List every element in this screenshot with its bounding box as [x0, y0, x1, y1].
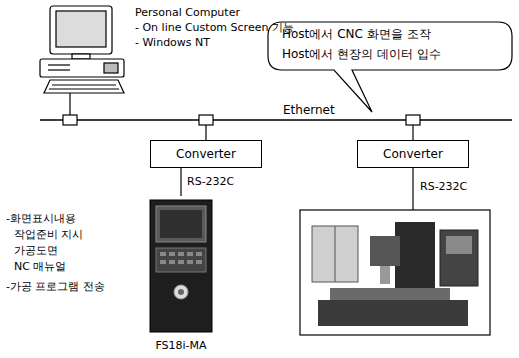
note-text: -가공 프로그램 전송 [6, 280, 105, 293]
callout-bubble [268, 22, 512, 112]
cnc-node: FS18i-MA [140, 196, 222, 354]
node-text: Converter [383, 147, 443, 161]
node-text: FS18i-MA [155, 339, 206, 352]
note-text: -화면표시내용 [6, 212, 76, 225]
pc-illustration [40, 6, 124, 93]
node-text: Personal Computer [135, 6, 240, 19]
signal-label: RS-232C [420, 180, 467, 193]
callout-node: Host에서 CNC 화면을 조작 Host에서 현장의 데이터 입수 [268, 22, 512, 70]
pc-drop-line [69, 93, 70, 115]
converter-box: Converter [150, 140, 262, 168]
cnc-cabinet [150, 200, 212, 332]
note-text: 가공도면 [14, 244, 58, 257]
computer-node: Personal Computer - On line Custom Screen… [40, 2, 300, 94]
node-text: Converter [176, 147, 236, 161]
network-label: Ethernet [283, 103, 335, 117]
ethernet-bus [40, 119, 512, 121]
node-text: Host에서 현장의 데이터 입수 [282, 47, 441, 61]
node-text: - Windows NT [135, 36, 210, 49]
signal-label: RS-232C [187, 175, 234, 188]
note-text: NC 매뉴얼 [14, 260, 66, 273]
note-text: 작업준비 지시 [14, 228, 84, 241]
serial-link [180, 168, 181, 196]
node-text: Host에서 CNC 화면을 조작 [282, 27, 431, 41]
machine-illustration [300, 210, 490, 335]
node-text: - On line Custom Screen 기능 [135, 21, 294, 34]
converter-box: Converter [357, 140, 469, 168]
bus-tap [63, 115, 420, 125]
